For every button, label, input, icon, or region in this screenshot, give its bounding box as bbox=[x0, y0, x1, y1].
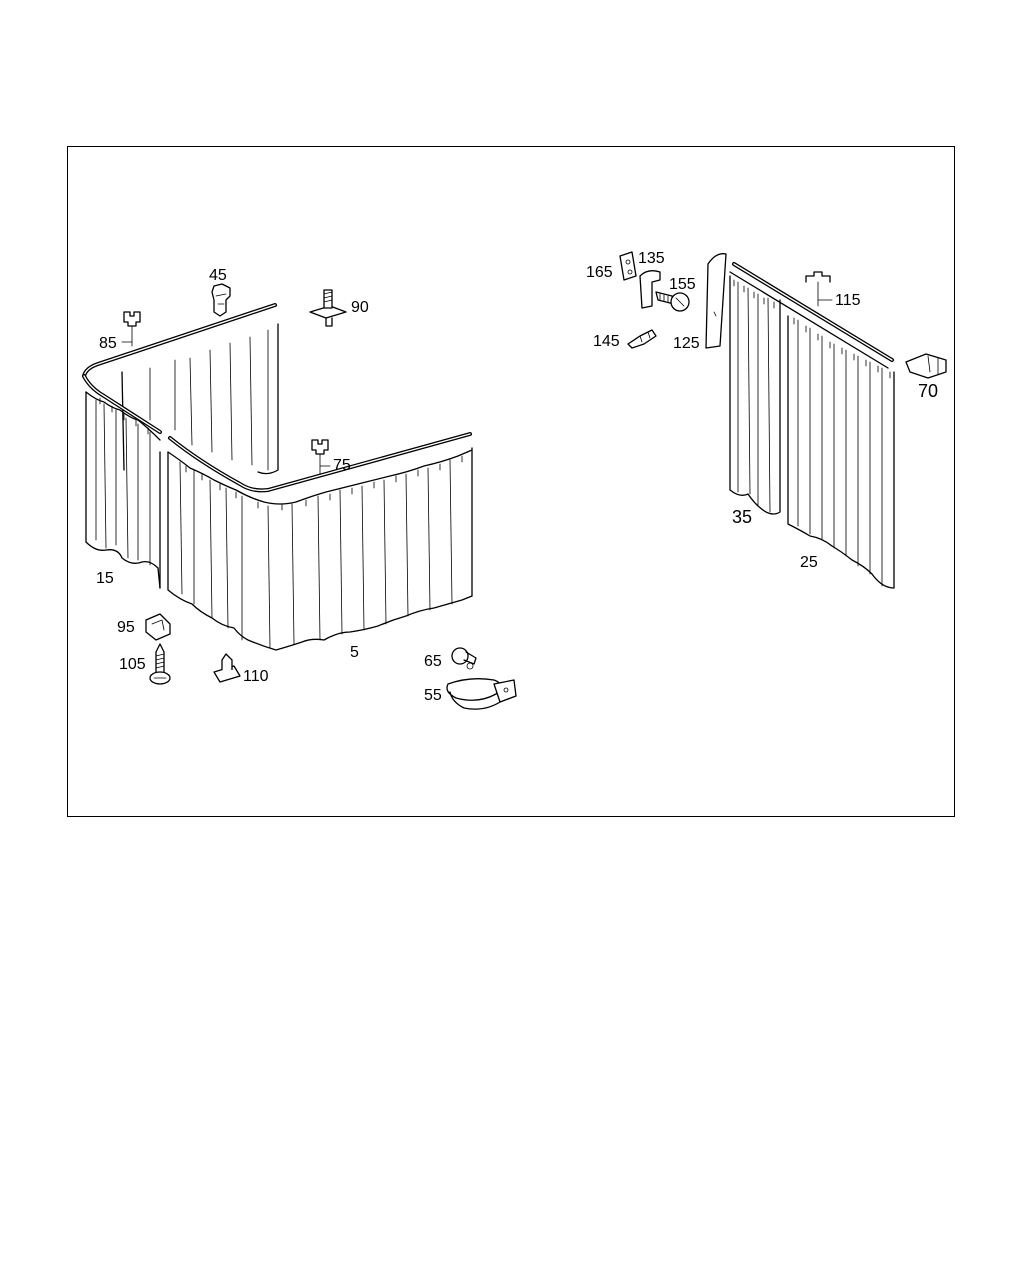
clip-95-icon bbox=[145, 613, 171, 641]
rail-profile-icon bbox=[805, 271, 831, 307]
callout-15: 15 bbox=[96, 570, 114, 587]
callout-5: 5 bbox=[350, 644, 359, 661]
curtain-35 bbox=[729, 275, 781, 515]
clip-110-icon bbox=[213, 653, 241, 683]
callouts: 5 15 25 35 45 55 65 70 75 85 90 95 105 1… bbox=[96, 250, 938, 704]
callout-90: 90 bbox=[351, 299, 369, 316]
screw-65-icon bbox=[451, 647, 477, 670]
callout-145: 145 bbox=[593, 333, 620, 350]
bracket-135-icon bbox=[639, 270, 661, 309]
callout-45: 45 bbox=[209, 267, 227, 284]
rail-85 bbox=[82, 303, 277, 434]
rail-75 bbox=[168, 432, 472, 493]
callout-155: 155 bbox=[669, 276, 696, 293]
callout-165: 165 bbox=[586, 264, 613, 281]
leader-lines bbox=[121, 299, 833, 467]
callout-125: 125 bbox=[673, 335, 700, 352]
callout-55: 55 bbox=[424, 687, 442, 704]
end-cap-70-icon bbox=[905, 353, 947, 379]
callout-75: 75 bbox=[333, 457, 351, 474]
callout-35: 35 bbox=[732, 507, 752, 527]
callout-110: 110 bbox=[243, 668, 269, 685]
callout-65: 65 bbox=[424, 653, 442, 670]
screw-155-icon bbox=[655, 291, 690, 312]
rail-115 bbox=[729, 262, 894, 369]
rail-profile-icon bbox=[123, 311, 329, 475]
callout-105: 105 bbox=[119, 656, 146, 673]
callout-135: 135 bbox=[638, 250, 665, 267]
clip-45-icon bbox=[211, 283, 231, 317]
screw-105-icon bbox=[149, 643, 171, 685]
callout-25: 25 bbox=[800, 554, 818, 571]
curtain-5 bbox=[167, 447, 473, 651]
clip-145-icon bbox=[627, 329, 657, 349]
diagram-frame bbox=[67, 146, 955, 817]
curtain-25 bbox=[787, 315, 895, 589]
strap-55-icon bbox=[446, 678, 517, 710]
callout-70: 70 bbox=[918, 381, 938, 401]
post-125-icon bbox=[705, 253, 727, 349]
bolt-90-icon bbox=[309, 289, 347, 327]
curtain-back-panel bbox=[121, 323, 279, 475]
callout-85: 85 bbox=[99, 335, 117, 352]
callout-95: 95 bbox=[117, 619, 135, 636]
bracket-165-icon bbox=[619, 251, 637, 281]
callout-115: 115 bbox=[835, 292, 861, 309]
curtain-15 bbox=[85, 391, 161, 589]
